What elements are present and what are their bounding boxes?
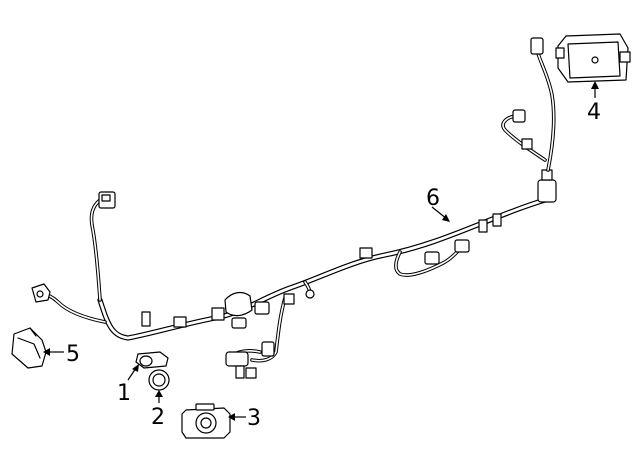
bumper-wiring-harness [31,37,557,379]
junction-connector [231,317,247,329]
mid-connector [424,251,440,265]
mid-connector [454,239,470,253]
harness-clip [173,316,187,328]
callout-1-label: 1 [117,381,131,406]
callout-4-arrowhead [591,81,599,89]
callout-4-label: 4 [587,100,601,125]
sensor-bracket [11,327,47,369]
callout-1-arrowhead [132,364,139,372]
parking-sensor [135,351,169,369]
right-end-connector-latch [541,169,553,181]
ground-terminal [305,289,315,299]
callout-5-arrowhead [43,348,50,356]
sensor-retainer-ring [148,369,170,391]
callout-labels: 1 2 3 4 5 6 [66,100,601,431]
sensor-bezel [181,403,231,439]
lower-connector-tab [235,365,245,379]
harness-clip [211,307,225,321]
callout-6-label: 6 [426,186,440,211]
harness-clip [283,293,295,305]
junction-connector [254,301,270,315]
junction-block [224,291,253,317]
callout-6-arrowhead [442,214,450,222]
callout-2-arrowhead [155,390,163,397]
callout-3-label: 3 [247,406,261,431]
right-end-connector [537,179,557,203]
lower-connector [261,341,275,357]
side-connector [512,109,526,123]
lower-connector [225,351,249,367]
harness-clip [478,219,488,233]
module-lead-connector [530,37,544,55]
module-mount-tab [555,47,565,59]
callout-2-label: 2 [151,405,165,430]
callout-5-label: 5 [66,342,80,367]
callout-3-arrowhead [228,413,235,421]
lower-connector-tab [245,367,257,379]
harness-clip [492,213,502,227]
harness-clip [359,247,373,259]
left-top-connector-latch [101,194,111,202]
side-connector-clip [521,138,533,150]
control-module [555,33,631,83]
harness-clip [141,311,151,327]
callout-arrows [43,81,599,421]
left-end-connector-pin [36,290,44,298]
module-mount-tab [619,51,631,63]
